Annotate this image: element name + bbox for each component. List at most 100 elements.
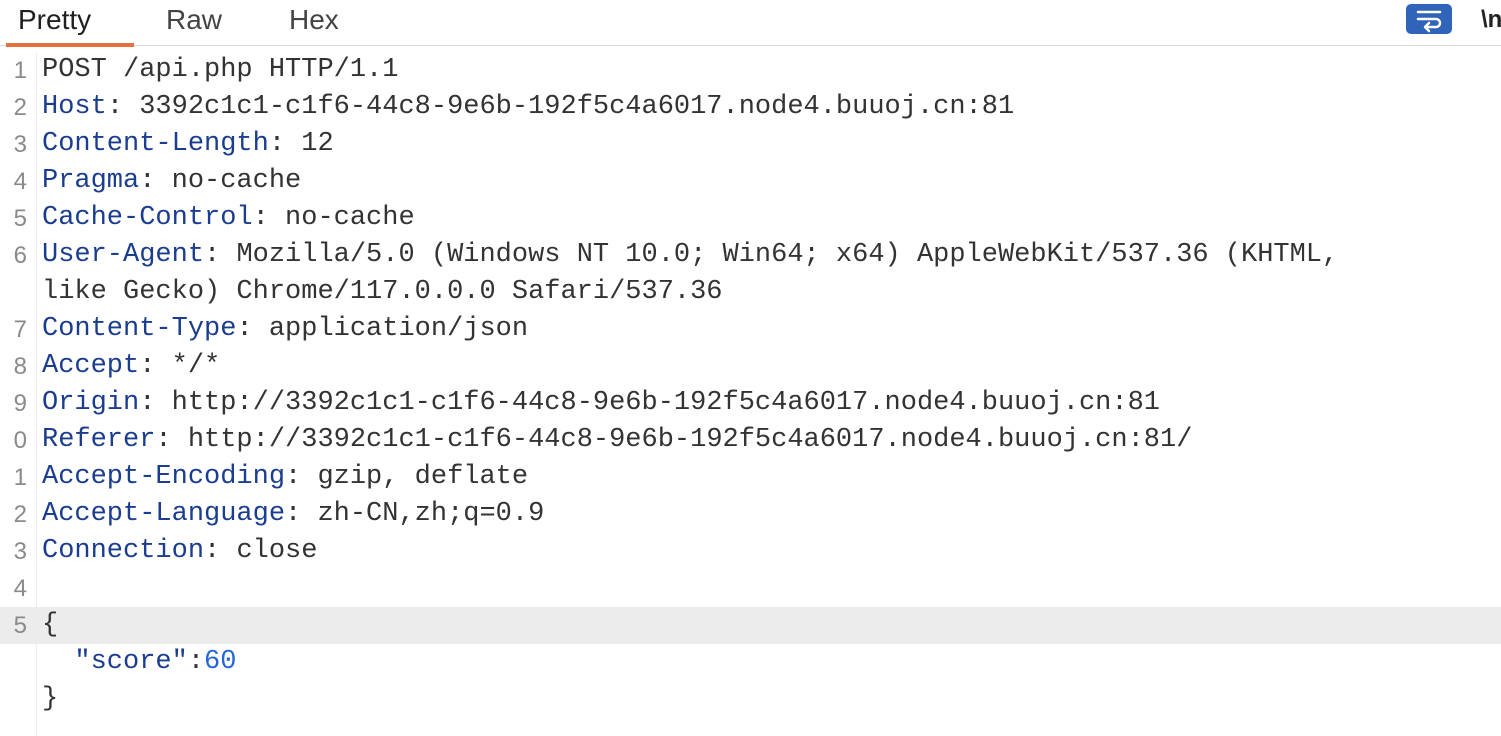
body-open-line: 5{	[0, 607, 1501, 644]
header-separator: :	[139, 166, 172, 196]
header-name: Accept-Language	[42, 499, 286, 529]
line-content[interactable]: User-Agent: Mozilla/5.0 (Windows NT 10.0…	[42, 237, 1338, 274]
json-open-brace: {	[42, 610, 59, 640]
header-line: 3 Connection: close	[0, 533, 1501, 570]
line-content[interactable]: "score":60	[42, 644, 236, 681]
tab-raw[interactable]: Raw	[166, 0, 222, 46]
header-continuation-line: like Gecko) Chrome/117.0.0.0 Safari/537.…	[0, 274, 1501, 311]
header-separator: :	[268, 129, 302, 159]
header-name: Content-Length	[42, 129, 269, 159]
header-name: Pragma	[42, 166, 140, 196]
line-content[interactable]: Origin: http://3392c1c1-c1f6-44c8-9e6b-1…	[42, 385, 1160, 422]
line-number: 4	[13, 575, 27, 602]
header-line: 4 Pragma: no-cache	[0, 163, 1501, 200]
header-line: 6 User-Agent: Mozilla/5.0 (Windows NT 10.…	[0, 237, 1501, 274]
line-number: 0	[13, 427, 27, 454]
header-name: Accept	[42, 351, 140, 381]
header-separator: :	[236, 314, 269, 344]
header-separator: :	[139, 351, 172, 381]
json-close-brace: }	[42, 684, 59, 714]
line-number: 1	[13, 57, 27, 84]
header-value-continuation: like Gecko) Chrome/117.0.0.0 Safari/537.…	[42, 277, 723, 307]
line-number: 5	[13, 612, 27, 639]
line-number: 4	[13, 168, 27, 195]
header-value: 12	[301, 129, 334, 159]
line-number	[0, 681, 27, 718]
tab-hex[interactable]: Hex	[289, 0, 339, 46]
json-colon: :	[187, 647, 205, 677]
tab-pretty[interactable]: Pretty	[6, 0, 134, 47]
newline-toggle-button[interactable]: \n	[1481, 6, 1501, 33]
header-line: 7 Content-Type: application/json	[0, 311, 1501, 348]
line-content[interactable]: Connection: close	[42, 533, 317, 570]
line-number	[0, 644, 27, 681]
header-line: 3 Content-Length: 12	[0, 126, 1501, 163]
header-value: http://3392c1c1-c1f6-44c8-9e6b-192f5c4a6…	[171, 388, 1160, 418]
line-content[interactable]: Accept-Encoding: gzip, deflate	[42, 459, 528, 496]
header-name: Cache-Control	[42, 203, 253, 233]
header-separator: :	[204, 240, 237, 270]
header-value: 3392c1c1-c1f6-44c8-9e6b-192f5c4a6017.nod…	[139, 92, 1015, 122]
header-line: 2 Accept-Language: zh-CN,zh;q=0.9	[0, 496, 1501, 533]
request-editor[interactable]: 1 POST /api.php HTTP/1.1 2 Host: 3392c1c1-c…	[0, 52, 1501, 736]
line-number: 8	[13, 353, 27, 380]
header-separator: :	[106, 92, 140, 122]
tab-pretty-label: Pretty	[18, 4, 92, 35]
header-name: Accept-Encoding	[42, 462, 286, 492]
header-separator: :	[285, 462, 318, 492]
line-content[interactable]: Accept-Language: zh-CN,zh;q=0.9	[42, 496, 544, 533]
wrap-lines-button[interactable]	[1406, 4, 1452, 34]
active-tab-indicator	[6, 43, 134, 47]
header-value: Mozilla/5.0 (Windows NT 10.0; Win64; x64…	[236, 240, 1339, 270]
header-value: no-cache	[171, 166, 302, 196]
line-content[interactable]: Accept: */*	[42, 348, 220, 385]
header-value: zh-CN,zh;q=0.9	[317, 499, 545, 529]
header-value: no-cache	[285, 203, 415, 233]
gutter-divider	[36, 52, 37, 736]
blank-line: 4	[0, 570, 1501, 607]
tab-raw-label: Raw	[166, 4, 223, 35]
line-content[interactable]: Cache-Control: no-cache	[42, 200, 415, 237]
header-name: Connection	[42, 536, 205, 566]
header-line: 0 Referer: http://3392c1c1-c1f6-44c8-9e6b…	[0, 422, 1501, 459]
body-field-line: "score":60	[0, 644, 1501, 681]
line-number: 5	[13, 205, 27, 232]
line-number: 3	[13, 131, 27, 158]
line-number: 6	[13, 242, 27, 269]
header-separator: :	[252, 203, 286, 233]
header-name: Origin	[42, 388, 140, 418]
header-name: User-Agent	[42, 240, 205, 270]
json-key: "score"	[74, 647, 188, 677]
line-number: 9	[13, 390, 27, 417]
line-number	[0, 274, 27, 311]
header-name: Referer	[42, 425, 156, 455]
line-number: 2	[13, 94, 27, 121]
line-content[interactable]: }	[42, 681, 58, 718]
line-content[interactable]: POST /api.php HTTP/1.1	[42, 52, 398, 89]
header-name: Content-Type	[42, 314, 237, 344]
header-line: 2 Host: 3392c1c1-c1f6-44c8-9e6b-192f5c4a6…	[0, 89, 1501, 126]
line-number: 3	[13, 538, 27, 565]
line-content[interactable]: Host: 3392c1c1-c1f6-44c8-9e6b-192f5c4a60…	[42, 89, 1014, 126]
line-number: 7	[13, 316, 27, 343]
header-separator: :	[139, 388, 172, 418]
header-separator: :	[204, 536, 237, 566]
line-content[interactable]: Content-Type: application/json	[42, 311, 528, 348]
line-content[interactable]: {	[42, 607, 58, 644]
line-content[interactable]: Content-Length: 12	[42, 126, 334, 163]
header-separator: :	[155, 425, 188, 455]
request-line: 1 POST /api.php HTTP/1.1	[0, 52, 1501, 89]
line-content[interactable]: like Gecko) Chrome/117.0.0.0 Safari/537.…	[42, 274, 723, 311]
header-value: application/json	[268, 314, 529, 344]
line-content[interactable]: Pragma: no-cache	[42, 163, 301, 200]
header-name: Host	[42, 92, 107, 122]
header-line: 5 Cache-Control: no-cache	[0, 200, 1501, 237]
line-number: 2	[13, 501, 27, 528]
tab-hex-label: Hex	[289, 4, 339, 35]
body-close-line: }	[0, 681, 1501, 718]
header-line: 8 Accept: */*	[0, 348, 1501, 385]
header-value: gzip, deflate	[317, 462, 529, 492]
line-content[interactable]: Referer: http://3392c1c1-c1f6-44c8-9e6b-…	[42, 422, 1192, 459]
